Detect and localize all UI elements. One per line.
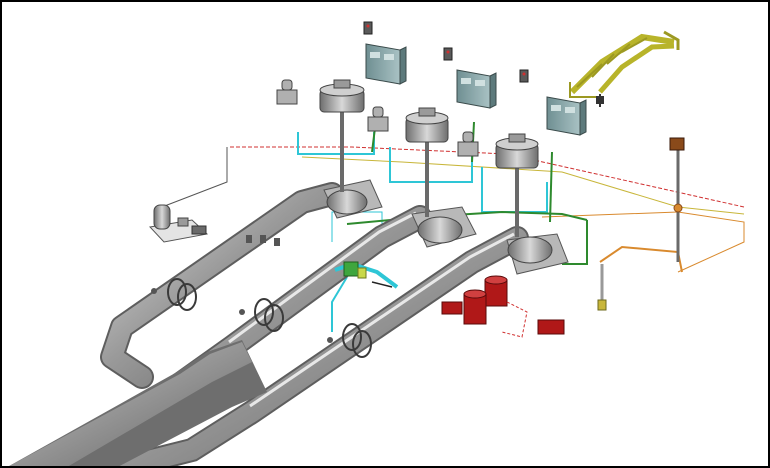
pump-base-3[interactable]	[506, 233, 569, 275]
main-pipeline-3[interactable]	[100, 226, 529, 466]
pump-shafts	[340, 112, 519, 237]
control-cabinet-2[interactable]	[456, 69, 497, 109]
control-boxes-small[interactable]	[363, 21, 529, 83]
pipe-flanges	[167, 278, 372, 358]
pump-base-2[interactable]	[411, 206, 477, 248]
small-valves	[151, 235, 333, 343]
pump-motor-1[interactable]	[319, 79, 365, 113]
main-pipeline-1[interactable]	[100, 182, 344, 389]
control-box-red-dots	[366, 24, 526, 76]
pump-base-1[interactable]	[323, 179, 383, 219]
pump-motor-2[interactable]	[405, 107, 449, 143]
auxiliary-unit-1[interactable]	[276, 79, 298, 105]
overhead-crane[interactable]	[569, 30, 680, 107]
pump-motor-3[interactable]	[495, 133, 539, 169]
auxiliary-unit-3[interactable]	[457, 131, 479, 157]
auxiliary-unit-2[interactable]	[367, 106, 389, 132]
control-cabinet-3[interactable]	[546, 96, 587, 136]
valve-assembly[interactable]	[334, 261, 399, 289]
small-standpipe	[597, 264, 607, 311]
red-tank-group[interactable]	[441, 275, 565, 338]
pressure-tank-station[interactable]	[148, 204, 209, 243]
indicator-post[interactable]	[669, 137, 685, 262]
control-cabinet-1[interactable]	[365, 43, 407, 85]
header-reducer-pipe[interactable]	[2, 340, 267, 466]
